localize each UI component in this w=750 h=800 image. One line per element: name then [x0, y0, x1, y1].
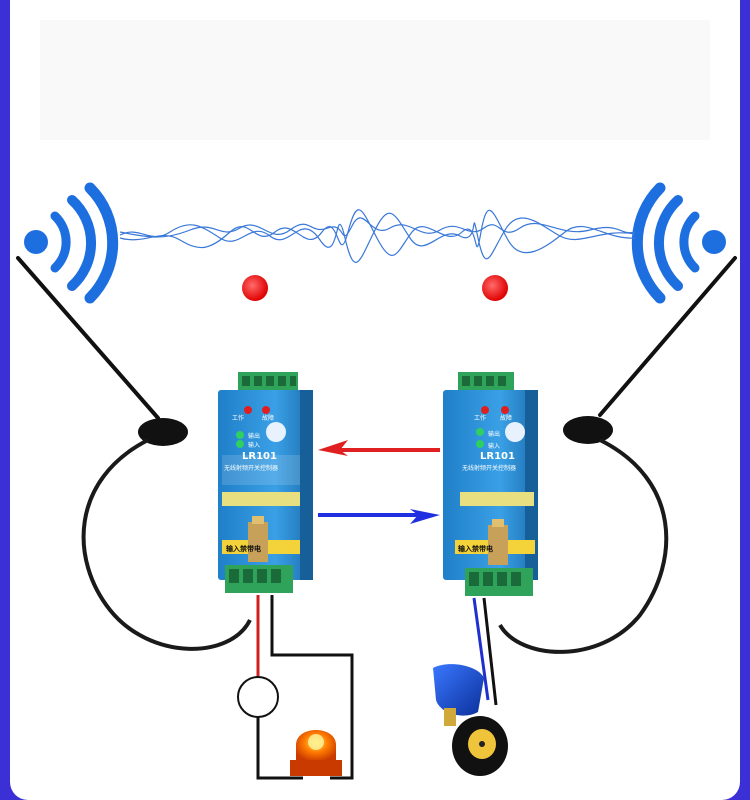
- right-controller-device: 工作 故障 输出 输入 LR101 无线射频开关控制器 输入禁带电: [443, 372, 538, 596]
- arrow-to-left: [318, 440, 440, 456]
- arrow-to-right: [318, 509, 440, 524]
- left-wiring: [237, 595, 354, 780]
- right-input-label: 输入: [488, 442, 500, 450]
- left-antenna: [16, 256, 252, 651]
- left-output-label: 输出: [248, 432, 260, 440]
- red-dot-left: [242, 275, 268, 301]
- wifi-signal-icon: [631, 182, 726, 304]
- left-led-work-label: 工作: [232, 414, 244, 422]
- background-texture: [40, 20, 710, 140]
- right-warning-label: 输入禁带电: [458, 544, 493, 553]
- right-led-work-label: 工作: [474, 414, 486, 422]
- left-subtitle-label: 无线射频开关控制器: [224, 464, 278, 472]
- right-antenna: [498, 256, 737, 654]
- right-output-label: 输出: [488, 430, 500, 438]
- left-led-fault-label: 故障: [262, 414, 274, 422]
- right-model-label: LR101: [480, 451, 515, 462]
- left-input-label: 输入: [248, 441, 260, 449]
- left-controller-device: 工作 故障 输出 输入 LR101 无线射频开关控制器 输入禁带电: [218, 372, 313, 593]
- float-switch-icon: [433, 664, 508, 776]
- wifi-signal-icon: [24, 182, 119, 304]
- white-panel: [10, 0, 740, 800]
- right-led-fault-label: 故障: [500, 414, 512, 422]
- left-warning-label: 输入禁带电: [226, 544, 261, 553]
- red-dot-right: [482, 275, 508, 301]
- right-wiring: [472, 597, 498, 706]
- left-model-label: LR101: [242, 451, 277, 462]
- alarm-lamp-icon: [290, 730, 342, 776]
- right-subtitle-label: 无线射频开关控制器: [462, 464, 516, 472]
- radio-wave: [119, 209, 636, 263]
